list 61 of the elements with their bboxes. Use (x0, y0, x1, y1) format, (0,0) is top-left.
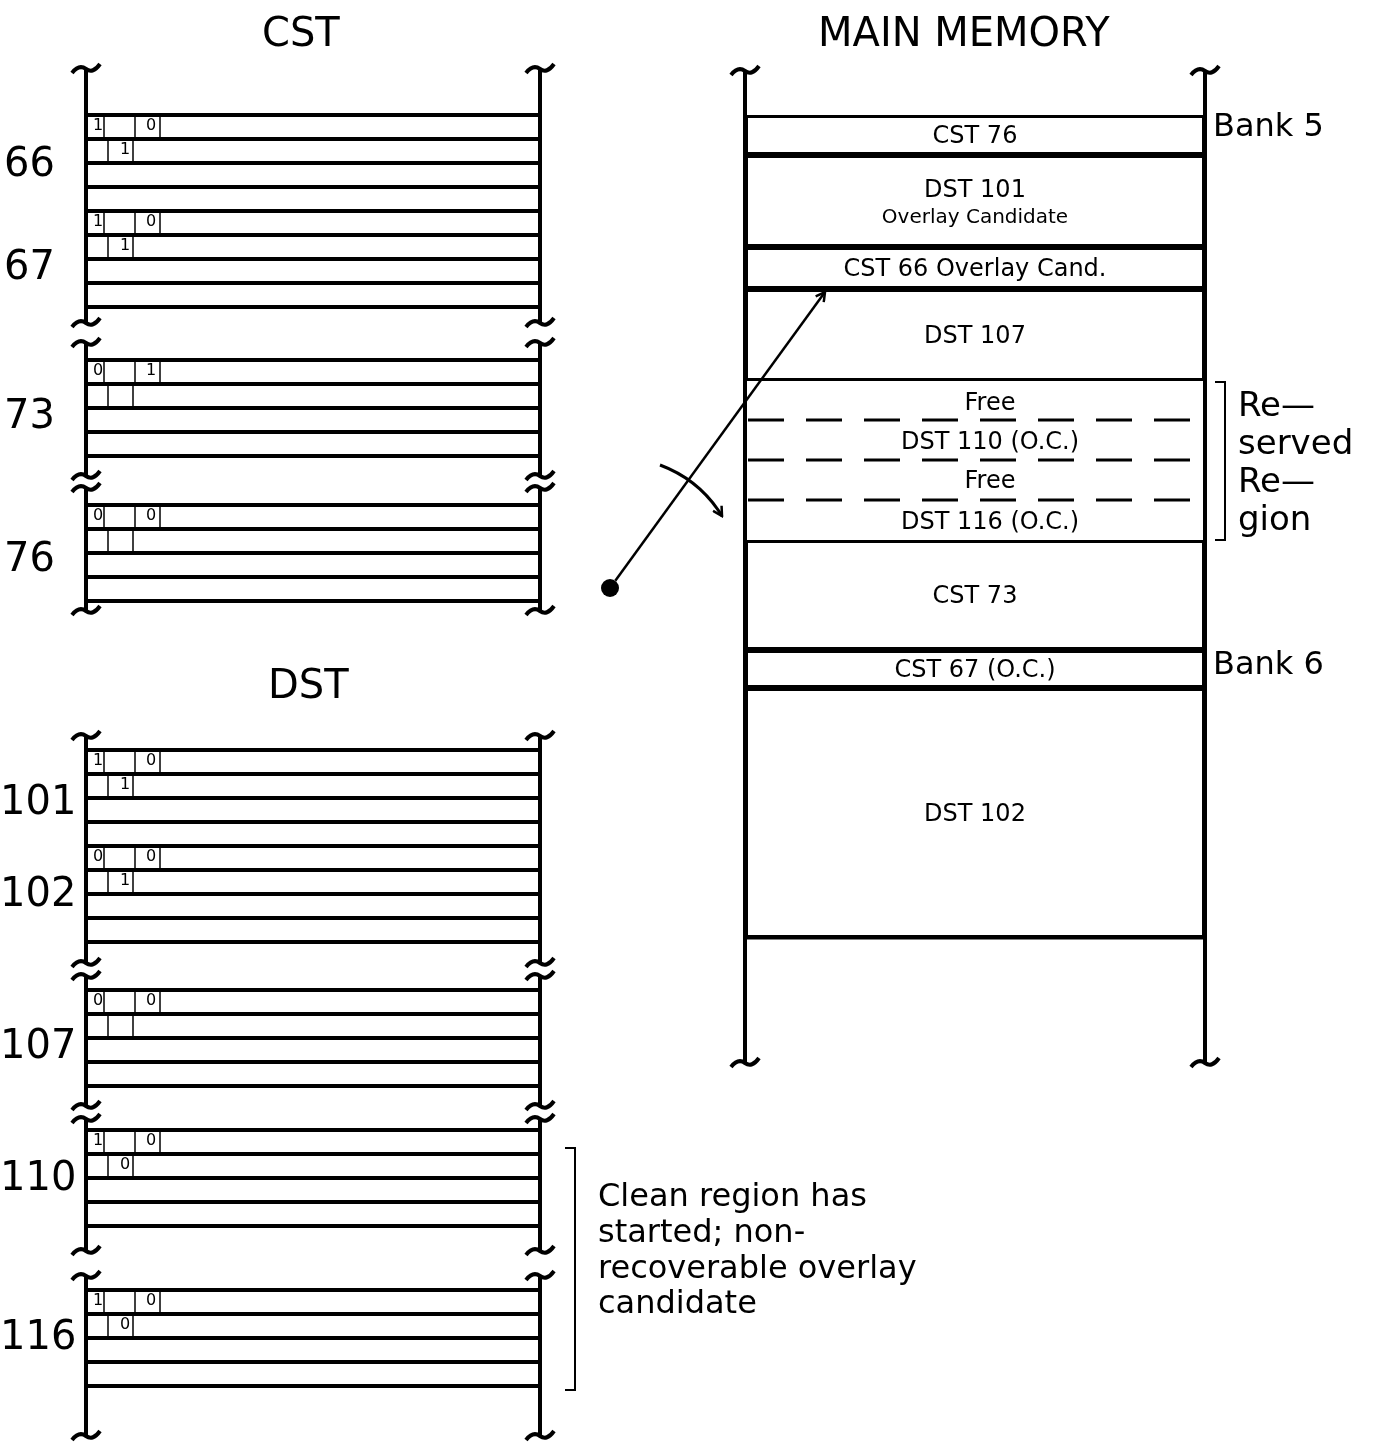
memory-block (745, 650, 1205, 688)
bit-value: 0 (120, 1315, 131, 1333)
entry-number: 66 (4, 140, 55, 185)
bit-value: 0 (146, 506, 157, 524)
bit-value: 0 (146, 1291, 157, 1309)
bit-value: 0 (146, 991, 157, 1009)
entry-number: 67 (4, 243, 55, 288)
block-label: CST 73 (932, 580, 1018, 610)
arrow (614, 290, 827, 582)
entry-number: 73 (4, 392, 55, 437)
section-title: DST (268, 662, 349, 707)
bit-value: 1 (93, 1291, 104, 1309)
entry-number: 107 (0, 1022, 77, 1067)
entry-number: 110 (0, 1154, 77, 1199)
block-label: DST 101 (924, 173, 1026, 204)
bit-value: 1 (93, 116, 104, 134)
entry-number: 102 (0, 870, 77, 915)
bit-value: 0 (120, 1155, 131, 1173)
bit-value: 1 (146, 361, 157, 379)
bit-value: 1 (93, 212, 104, 230)
bit-value: 1 (120, 236, 131, 254)
region-label: Re— served Re— gion (1238, 385, 1355, 538)
memory-block (745, 155, 1205, 247)
bit-value: 1 (120, 775, 131, 793)
bank-label: Bank 6 (1213, 646, 1324, 682)
bit-value: 0 (146, 116, 157, 134)
block-label: CST 76 (932, 120, 1018, 150)
bit-value: 0 (146, 212, 157, 230)
memory-block (745, 289, 1205, 381)
memory-block (745, 540, 1205, 650)
block-label: DST 102 (924, 798, 1026, 828)
bit-value: 1 (93, 751, 104, 769)
entry-number: 116 (0, 1313, 77, 1358)
entry-number: 101 (0, 778, 77, 823)
memory-block (745, 115, 1205, 155)
bank-label: Bank 5 (1213, 108, 1324, 144)
block-label: Free (964, 387, 1016, 417)
bit-value: 1 (93, 1131, 104, 1149)
bit-value: 1 (120, 140, 131, 158)
bit-value: 0 (146, 751, 157, 769)
block-note: Overlay Candidate (881, 203, 1069, 229)
pointer-dot (601, 579, 619, 597)
note-text: Clean region has started; non-recoverable overlay candidate (598, 1178, 918, 1322)
block-label: CST 67 (O.C.) (894, 654, 1056, 684)
bit-value: 1 (120, 871, 131, 889)
block-label: DST 107 (924, 320, 1026, 350)
block-label: Free (964, 465, 1016, 495)
block-label: CST 66 Overlay Cand. (843, 253, 1107, 283)
entry-number: 76 (4, 535, 55, 580)
bit-value: 0 (93, 361, 104, 379)
memory-block (745, 688, 1205, 938)
bit-value: 0 (146, 847, 157, 865)
section-title: MAIN MEMORY (818, 10, 1110, 55)
block-label: DST 116 (O.C.) (900, 506, 1080, 536)
bit-value: 0 (93, 506, 104, 524)
section-title: CST (262, 10, 340, 55)
bit-value: 0 (93, 991, 104, 1009)
bit-value: 0 (146, 1131, 157, 1149)
block-label: DST 110 (O.C.) (900, 426, 1080, 456)
bit-value: 0 (93, 847, 104, 865)
memory-block (745, 247, 1205, 289)
